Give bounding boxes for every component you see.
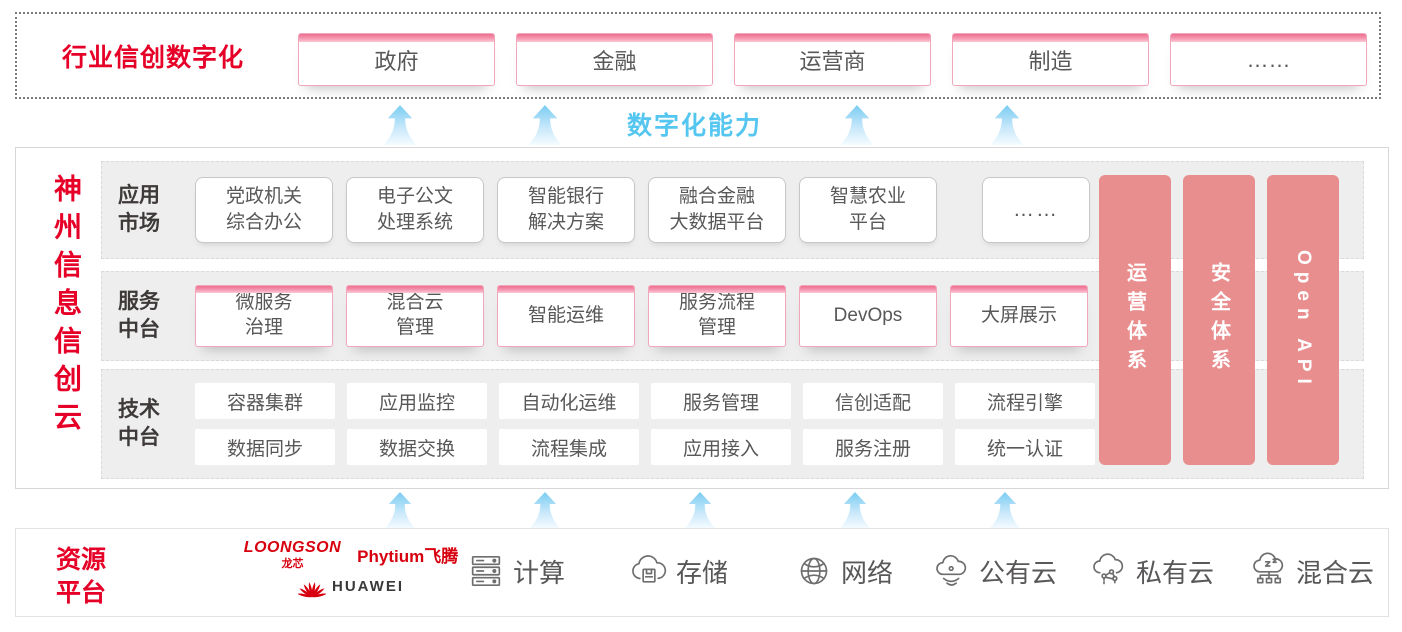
storage-cloud-icon xyxy=(629,551,669,591)
up-arrow-icon xyxy=(383,105,417,145)
industry-band: 行业信创数字化 政府 金融 运营商 制造 …… xyxy=(15,12,1381,99)
tech-item-process-integration: 流程集成 xyxy=(499,429,639,465)
svc-item-microservice: 微服务 治理 xyxy=(195,285,333,347)
app-market-label: 应用 市场 xyxy=(118,183,160,235)
svc-item-big-screen: 大屏展示 xyxy=(950,285,1088,347)
pillar-operation-system: 运营体系 xyxy=(1099,175,1171,465)
app-item-edoc-system: 电子公文 处理系统 xyxy=(346,177,484,243)
service-middle-label: 服务 中台 xyxy=(118,289,160,341)
app-market-row: 应用 市场 党政机关 综合办公 电子公文 处理系统 智能银行 解决方案 融合金融… xyxy=(101,161,1364,259)
app-item-smart-agriculture: 智慧农业 平台 xyxy=(799,177,937,243)
up-arrow-icon xyxy=(990,492,1020,528)
app-item-smart-bank: 智能银行 解决方案 xyxy=(497,177,635,243)
tech-item-unified-auth: 统一认证 xyxy=(955,429,1095,465)
pillar-security-system: 安全体系 xyxy=(1183,175,1255,465)
tech-item-service-mgmt: 服务管理 xyxy=(651,383,791,419)
service-middle-row: 服务 中台 微服务 治理 混合云 管理 智能运维 服务流程 管理 DevOps … xyxy=(101,271,1364,361)
public-cloud-icon xyxy=(932,551,972,591)
resource-label: 存储 xyxy=(676,557,729,588)
resource-label: 公有云 xyxy=(979,557,1058,588)
tech-item-app-monitoring: 应用监控 xyxy=(347,383,487,419)
up-arrow-icon xyxy=(385,492,415,528)
network-globe-icon xyxy=(794,551,834,591)
huawei-flower-icon xyxy=(298,582,326,598)
tech-item-data-exchange: 数据交换 xyxy=(347,429,487,465)
industry-item-government: 政府 xyxy=(298,33,495,86)
resource-label: 私有云 xyxy=(1136,557,1215,588)
up-arrow-icon xyxy=(990,105,1024,145)
industry-items: 政府 金融 运营商 制造 …… xyxy=(298,33,1367,86)
pillar-security-label: 安全体系 xyxy=(1207,262,1230,378)
hybrid-cloud-icon xyxy=(1249,551,1289,591)
tech-item-app-access: 应用接入 xyxy=(651,429,791,465)
tech-middle-items: 容器集群 应用监控 自动化运维 服务管理 信创适配 流程引擎 数据同步 数据交换… xyxy=(195,383,1095,465)
industry-item-ellipsis: …… xyxy=(1170,33,1367,86)
phytium-logo: Phytium飞腾 xyxy=(357,542,458,567)
up-arrow-icon xyxy=(685,492,715,528)
huawei-logo: HUAWEI xyxy=(298,574,404,598)
pillar-operation-label: 运营体系 xyxy=(1123,262,1146,378)
capability-label: 数字化能力 xyxy=(627,112,763,140)
vendor-row: LOONGSON 龙芯 Phytium飞腾 xyxy=(244,539,458,571)
app-item-finance-bigdata: 融合金融 大数据平台 xyxy=(648,177,786,243)
tech-item-xinchuang-adapt: 信创适配 xyxy=(803,383,943,419)
loongson-logo: LOONGSON 龙芯 xyxy=(244,539,341,571)
resource-item-hybrid-cloud: 混合云 xyxy=(1249,551,1374,591)
pillar-open-api: Open API xyxy=(1267,175,1339,465)
svc-item-hybrid-cloud-mgmt: 混合云 管理 xyxy=(346,285,484,347)
huawei-wordmark: HUAWEI xyxy=(332,577,404,595)
resource-label: 计算 xyxy=(513,557,566,588)
phytium-wordmark: Phytium xyxy=(357,547,425,566)
resource-item-network: 网络 xyxy=(794,551,893,591)
industry-item-finance: 金融 xyxy=(516,33,713,86)
tech-item-data-sync: 数据同步 xyxy=(195,429,335,465)
industry-title: 行业信创数字化 xyxy=(62,43,245,72)
up-arrow-icon xyxy=(840,492,870,528)
industry-item-manufacturing: 制造 xyxy=(952,33,1149,86)
tech-item-service-registry: 服务注册 xyxy=(803,429,943,465)
vendor-logos: LOONGSON 龙芯 Phytium飞腾 xyxy=(216,539,486,598)
resource-item-private-cloud: 私有云 xyxy=(1089,551,1214,591)
compute-server-icon xyxy=(466,551,506,591)
resource-item-compute: 计算 xyxy=(466,551,565,591)
up-arrow-icon xyxy=(530,492,560,528)
app-market-items: 党政机关 综合办公 电子公文 处理系统 智能银行 解决方案 融合金融 大数据平台… xyxy=(195,177,1090,243)
loongson-wordmark: LOONGSON xyxy=(243,539,342,556)
tech-item-auto-ops: 自动化运维 xyxy=(499,383,639,419)
tech-item-process-engine: 流程引擎 xyxy=(955,383,1095,419)
pillar-open-api-label: Open API xyxy=(1293,249,1314,391)
svc-item-service-process: 服务流程 管理 xyxy=(648,285,786,347)
resource-title: 资源 平台 xyxy=(56,546,107,607)
tech-middle-row: 技术 中台 容器集群 应用监控 自动化运维 服务管理 信创适配 流程引擎 数据同… xyxy=(101,369,1364,479)
up-arrow-icon xyxy=(528,105,562,145)
resource-item-storage: 存储 xyxy=(629,551,728,591)
tech-middle-label: 技术 中台 xyxy=(118,397,160,449)
private-cloud-icon xyxy=(1089,551,1129,591)
svc-item-smart-ops: 智能运维 xyxy=(497,285,635,347)
resource-label: 混合云 xyxy=(1296,557,1375,588)
platform-title: 神州信息信创云 xyxy=(51,174,82,440)
resource-label: 网络 xyxy=(841,557,894,588)
app-item-gov-office: 党政机关 综合办公 xyxy=(195,177,333,243)
resource-platform-box: 资源 平台 LOONGSON 龙芯 Phytium飞腾 xyxy=(15,528,1389,617)
industry-item-operator: 运营商 xyxy=(734,33,931,86)
platform-box: 神州信息信创云 应用 市场 党政机关 综合办公 电子公文 处理系统 智能银行 解… xyxy=(15,147,1389,489)
service-middle-items: 微服务 治理 混合云 管理 智能运维 服务流程 管理 DevOps 大屏展示 xyxy=(195,285,1088,347)
up-arrow-icon xyxy=(840,105,874,145)
resource-item-public-cloud: 公有云 xyxy=(932,551,1057,591)
svc-item-devops: DevOps xyxy=(799,285,937,347)
tech-item-container-cluster: 容器集群 xyxy=(195,383,335,419)
app-item-ellipsis: …… xyxy=(982,177,1090,243)
loongson-cn-label: 龙芯 xyxy=(281,558,304,570)
phytium-cn-label: 飞腾 xyxy=(424,547,459,566)
